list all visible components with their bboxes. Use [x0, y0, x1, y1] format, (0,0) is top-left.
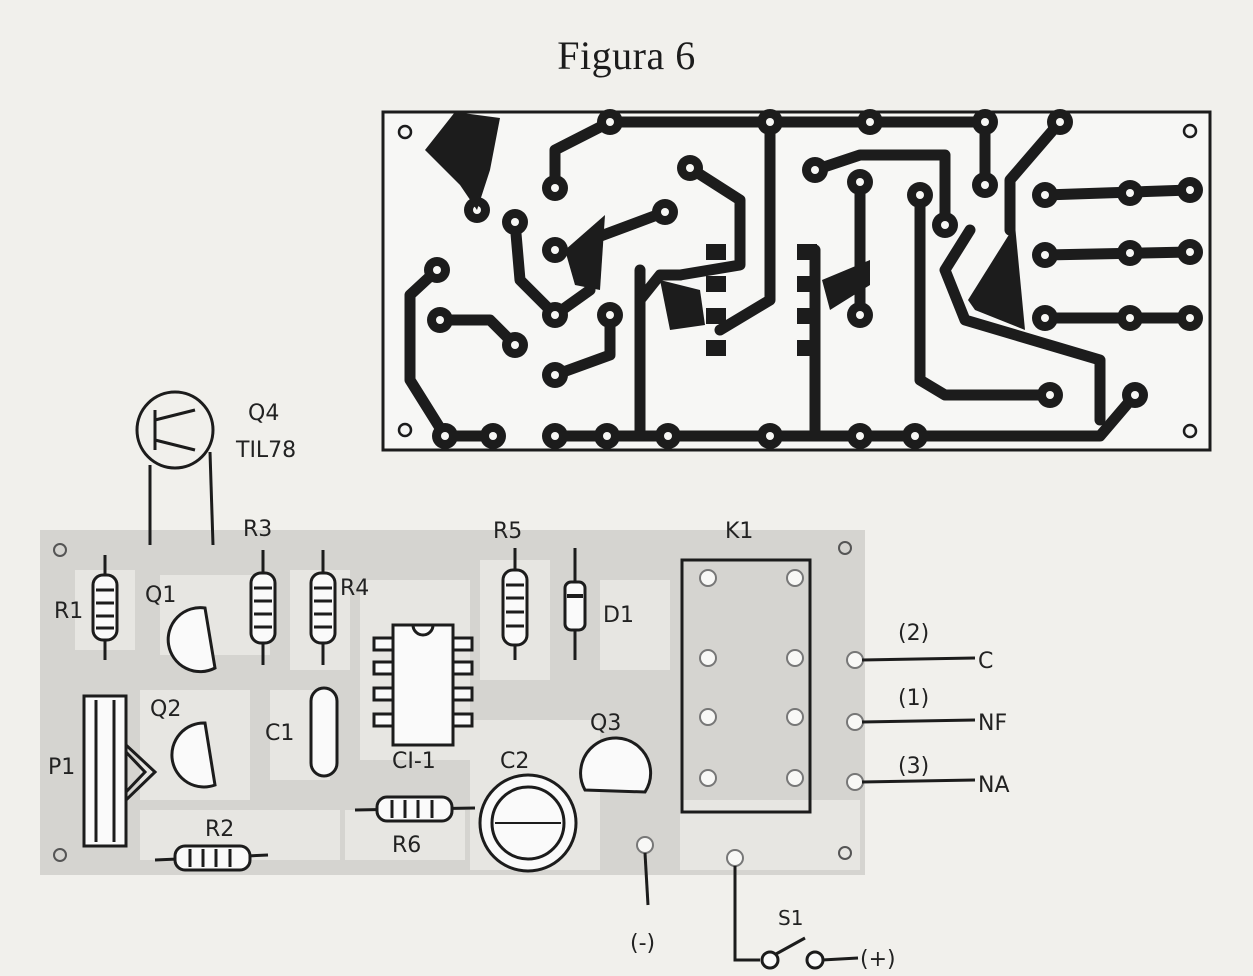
pcb-copper-layout — [381, 109, 1212, 452]
label-q2: Q2 — [150, 697, 181, 722]
label-r1: R1 — [54, 599, 83, 624]
label-r4: R4 — [340, 576, 369, 601]
transistor-q3 — [579, 736, 653, 794]
label-ci1: CI-1 — [392, 749, 436, 774]
q4-phototransistor — [135, 390, 215, 546]
relay-pads — [636, 569, 864, 867]
pcb-mounting-holes — [397, 123, 1198, 439]
transistor-q1 — [166, 606, 217, 674]
pcb-copper-fills — [425, 112, 1025, 330]
label-positive: (+) — [860, 947, 896, 972]
output-wires — [643, 656, 976, 962]
capacitor-c1 — [309, 686, 339, 778]
switch-s1 — [760, 936, 825, 970]
label-q4-part: TIL78 — [235, 438, 296, 463]
capacitor-c2 — [478, 773, 578, 873]
label-k1: K1 — [725, 519, 753, 544]
trimmer-p1 — [82, 694, 158, 848]
label-q3: Q3 — [590, 711, 621, 736]
pcb-pad-holes — [433, 118, 1194, 440]
resistor-r2 — [154, 844, 269, 872]
label-negative: (-) — [630, 931, 655, 956]
label-r6: R6 — [392, 833, 421, 858]
label-na: NA — [978, 773, 1010, 798]
pcb-outline — [381, 110, 1212, 452]
label-q4: Q4 — [248, 401, 279, 426]
label-nf: NF — [978, 711, 1007, 736]
label-d1: D1 — [603, 603, 634, 628]
resistor-r3 — [249, 550, 277, 665]
label-r5: R5 — [493, 519, 522, 544]
resistor-r4 — [309, 550, 337, 665]
label-nf-num: (1) — [898, 686, 929, 711]
component-layout — [40, 390, 976, 970]
resistor-r1 — [91, 555, 119, 660]
label-c: C — [978, 649, 993, 674]
label-c1: C1 — [265, 721, 294, 746]
diode-d1 — [563, 548, 587, 660]
label-na-num: (3) — [898, 754, 929, 779]
resistor-r5 — [501, 548, 529, 660]
label-c2: C2 — [500, 749, 529, 774]
label-s1: S1 — [778, 906, 803, 930]
ic-ci1 — [372, 623, 474, 747]
relay-k1 — [680, 558, 812, 814]
label-r2: R2 — [205, 817, 234, 842]
label-c-num: (2) — [898, 621, 929, 646]
label-r3: R3 — [243, 517, 272, 542]
transistor-q2 — [170, 721, 217, 789]
label-p1: P1 — [48, 755, 75, 780]
terminal-labels: (2) C (1) NF (3) NA (-) (+) — [630, 621, 1010, 972]
figure-title: Figura 6 — [557, 33, 696, 78]
board-mounting-holes — [53, 541, 852, 862]
resistor-r6 — [354, 795, 476, 823]
component-labels: Q4 TIL78 R3 R1 Q1 R4 R5 D1 K1 Q2 C1 P1 C… — [48, 401, 803, 930]
label-q1: Q1 — [145, 583, 176, 608]
